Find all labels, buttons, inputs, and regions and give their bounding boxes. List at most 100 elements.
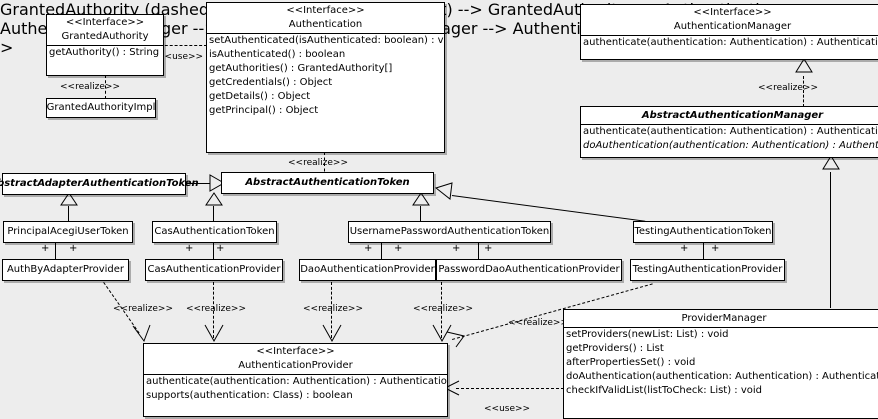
class-authentication[interactable]: <<Interface>> Authentication setAuthenti… (206, 2, 445, 153)
edge-label-realize-abstractauthmanager: <<realize>> (758, 83, 818, 93)
edge-generalize-principalacegiusertoken (68, 206, 69, 221)
edge-generalize-casauthenticationtoken (213, 206, 214, 221)
class-header: <<Interface>> GrantedAuthority (47, 15, 163, 45)
multiplicity-plus: + (185, 243, 194, 254)
operation-row: afterPropertiesSet() : void (566, 357, 696, 368)
operation-row: getPrincipal() : Object (209, 105, 319, 116)
operations-compartment: authenticate(authentication: Authenticat… (581, 36, 878, 50)
edge-realize-abstractauthenticationtoken (324, 152, 325, 177)
class-authentication-provider[interactable]: <<Interface>> AuthenticationProvider aut… (143, 343, 448, 417)
class-name: TestingAuthenticationToken (634, 226, 772, 237)
operation-row: getDetails() : Object (209, 91, 311, 102)
edge-realize-casauthenticationprovider (213, 282, 214, 338)
class-name: AbstractAdapterAuthenticationToken (0, 178, 199, 189)
compartment-divider (144, 374, 447, 375)
class-name: CasAuthenticationToken (154, 226, 275, 237)
class-abstract-authentication-token[interactable]: AbstractAuthenticationToken (221, 172, 434, 194)
class-testing-authentication-token[interactable]: TestingAuthenticationToken (633, 221, 773, 243)
class-abstract-authentication-manager[interactable]: AbstractAuthenticationManager authentica… (580, 106, 878, 158)
operation-row: authenticate(authentication: Authenticat… (583, 126, 878, 137)
class-name: PrincipalAcegiUserToken (7, 226, 129, 237)
edge-assoc-castoken-casprovider (213, 243, 214, 259)
open-arrow-passworddaoprovider (432, 324, 452, 343)
edge-label-realize-testingprovider: <<realize>> (508, 318, 568, 328)
multiplicity-plus: + (41, 243, 50, 254)
operation-row: checkIfValidList(listToCheck: List) : vo… (566, 385, 763, 396)
edge-label-realize-daoprovider: <<realize>> (303, 304, 363, 314)
operation-row: doAuthentication(authentication: Authent… (566, 371, 878, 382)
class-name: AuthenticationProvider (238, 360, 353, 371)
operation-row: setProviders(newList: List) : void (566, 329, 729, 340)
class-name: AbstractAuthenticationManager (641, 110, 824, 121)
class-principal-acegi-user-token[interactable]: PrincipalAcegiUserToken (3, 221, 133, 243)
compartment-divider (564, 327, 878, 328)
edge-generalize-providermanager (830, 172, 831, 308)
open-arrow-daoauthenticationprovider (322, 324, 342, 343)
edge-label-realize-passworddaoprovider: <<realize>> (413, 304, 473, 314)
edge-generalize-abstractadaptertoken (186, 183, 222, 184)
stereotype-label: <<Interface>> (65, 17, 145, 28)
operations-compartment: authenticate(authentication: Authenticat… (144, 375, 447, 403)
class-cas-authentication-provider[interactable]: CasAuthenticationProvider (145, 259, 283, 281)
edge-label-realize-casprovider: <<realize>> (186, 304, 246, 314)
class-auth-by-adapter-provider[interactable]: AuthByAdapterProvider (2, 259, 129, 281)
edge-realize-daoauthenticationprovider (331, 282, 332, 338)
class-name: AuthenticationManager (673, 21, 792, 32)
operations-compartment: setProviders(newList: List) : void getPr… (564, 328, 878, 398)
edge-generalize-usernamepasswordtoken (420, 206, 421, 221)
operation-row: doAuthentication(authentication: Authent… (583, 140, 878, 151)
class-provider-manager[interactable]: ProviderManager setProviders(newList: Li… (563, 309, 878, 419)
class-authentication-manager[interactable]: <<Interface>> AuthenticationManager auth… (580, 4, 878, 60)
compartment-divider (581, 35, 878, 36)
open-arrow-authbyadapterprovider (132, 324, 151, 343)
operation-row: setAuthenticated(isAuthenticated: boolea… (209, 35, 444, 46)
class-password-dao-authentication-provider[interactable]: PasswordDaoAuthenticationProvider (436, 259, 622, 281)
compartment-divider (47, 45, 163, 46)
class-name: PasswordDaoAuthenticationProvider (438, 264, 620, 275)
class-header: ProviderManager (564, 310, 878, 327)
operation-row: getCredentials() : Object (209, 77, 333, 88)
operations-compartment: setAuthenticated(isAuthenticated: boolea… (207, 34, 444, 118)
class-testing-authentication-provider[interactable]: TestingAuthenticationProvider (630, 259, 785, 281)
hollow-triangle-casauthenticationtoken (205, 192, 223, 206)
operation-row: authenticate(authentication: Authenticat… (146, 376, 447, 387)
multiplicity-plus: + (364, 243, 373, 254)
edge-generalize-testingauthenticationtoken (451, 195, 646, 222)
class-cas-authentication-token[interactable]: CasAuthenticationToken (152, 221, 277, 243)
compartment-divider (581, 124, 878, 125)
edge-label-use-providermanager: <<use>> (484, 404, 531, 414)
class-name: AbstractAuthenticationToken (245, 177, 410, 188)
class-name: DaoAuthenticationProvider (300, 264, 435, 275)
class-name: TestingAuthenticationProvider (632, 264, 783, 275)
multiplicity-plus: + (484, 243, 493, 254)
hollow-triangle-right-abstractauthenticationtoken (209, 174, 226, 192)
class-name: AuthByAdapterProvider (6, 264, 125, 275)
edge-realize-passworddaoprovider (441, 282, 442, 338)
operation-row: isAuthenticated() : boolean (209, 49, 346, 60)
class-abstract-adapter-authentication-token[interactable]: AbstractAdapterAuthenticationToken (0, 173, 199, 195)
class-username-password-authentication-token[interactable]: UsernamePasswordAuthenticationToken (348, 221, 551, 243)
edge-realize-grantedauthorityimpl (105, 75, 106, 99)
edge-label-realize-abstractauthtoken: <<realize>> (288, 158, 348, 168)
operations-compartment: authenticate(authentication: Authenticat… (581, 125, 878, 153)
edge-assoc-upt-daoprovider (381, 243, 382, 259)
multiplicity-plus: + (394, 243, 403, 254)
open-arrow-casauthenticationprovider (204, 324, 224, 343)
hollow-triangle-authenticationmanager (795, 58, 813, 73)
class-granted-authority-impl[interactable]: GrantedAuthorityImpl (46, 98, 156, 118)
operation-row: getAuthorities() : GrantedAuthority[] (209, 63, 393, 74)
class-name: GrantedAuthority (61, 31, 149, 42)
class-header: <<Interface>> AuthenticationManager (581, 5, 878, 35)
edge-use-authentication-grantedauthority (155, 45, 207, 46)
class-granted-authority[interactable]: <<Interface>> GrantedAuthority getAuthor… (46, 14, 164, 76)
edge-use-providermanager-authenticationprovider (456, 388, 564, 389)
edge-label-realize-grantedauthorityimpl: <<realize>> (60, 82, 120, 92)
class-header: <<Interface>> Authentication (207, 3, 444, 33)
class-header: <<Interface>> AuthenticationProvider (144, 344, 447, 374)
operation-row: authenticate(authentication: Authenticat… (583, 37, 878, 48)
class-dao-authentication-provider[interactable]: DaoAuthenticationProvider (299, 259, 436, 281)
hollow-triangle-abstractauthenticationmanager (822, 155, 840, 170)
multiplicity-plus: + (711, 243, 720, 254)
compartment-divider (207, 33, 444, 34)
operations-compartment: getAuthority() : String (47, 46, 163, 60)
